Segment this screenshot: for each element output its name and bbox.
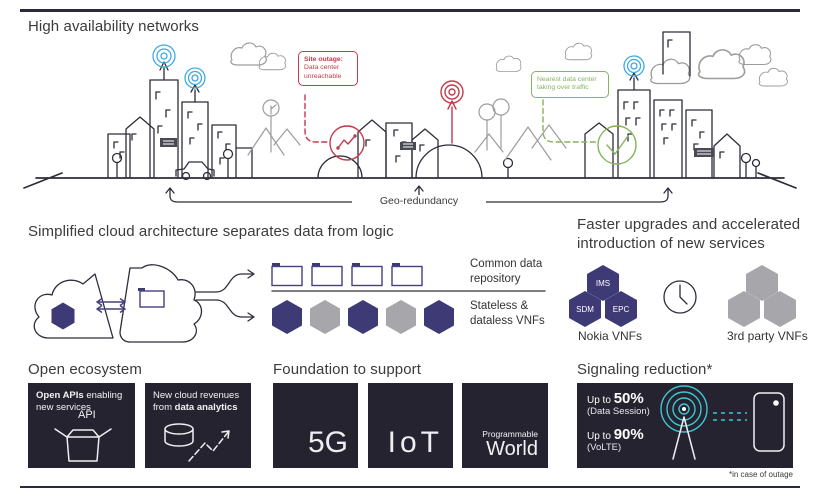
hexagon-label-epc: EPC [613,305,630,314]
failed-site-city [304,80,514,179]
folder-icon [138,288,165,308]
third-party-vnfs-label: 3rd party VNFs [727,329,808,343]
takeover-callout: Nearest data center taking over traffic [531,71,609,98]
open-apis-card: Open APIs enabling new services API [28,383,135,468]
data-hexagon [51,302,75,330]
section-title-cloud-architecture: Simplified cloud architecture separates … [28,223,394,240]
signaling-panel: Up to 50% (Data Session) Up to 90% (VoLT… [577,383,793,468]
windows [623,101,725,159]
stateless-vnfs-label: Stateless &dataless VNFs [470,300,545,327]
tile-iot: IoT [368,383,453,468]
cloud-architecture-illustration [33,263,546,343]
recovered-city [542,31,761,179]
radio-signal-icon [623,55,645,77]
geo-redundancy-label: Geo-redundancy [352,195,486,207]
data-analytics-icon [164,423,230,462]
server-box-icon [694,148,714,157]
signaling-stats: Up to 50% (Data Session) Up to 90% (VoLT… [587,390,650,454]
antenna-signal-icon [660,385,708,433]
split-arrow [195,269,255,322]
tile-programmable-world-label: Programmable World [482,429,538,460]
third-party-vnf-hexagons [728,265,796,327]
hexagon-label-ims: IMS [596,279,610,288]
top-rule [20,9,800,12]
antenna-mast-icon [672,416,696,460]
tile-5g: 5G [273,383,358,468]
ground-line [23,172,797,189]
site-outage-heading: Site outage: [304,56,343,63]
street-trees [111,148,234,179]
street-trees [740,152,761,179]
tile-programmable-world: Programmable World [462,383,548,468]
windows [113,91,231,165]
phone-icon [753,392,785,452]
left-city [107,44,253,181]
geo-redundancy-bracket [165,185,673,203]
nature-left [247,99,301,156]
signaling-illustration [660,385,785,460]
radio-signal-icon [152,44,176,68]
nokia-vnfs-label: Nokia VNFs [578,329,643,343]
nokia-vnf-hexagons: IMS SDM EPC [569,265,637,327]
ok-status-icon [597,125,637,165]
site-outage-callout: Site outage: Data center unreachable [298,51,358,87]
tile-iot-label: IoT [387,426,443,459]
outage-connector-line [304,94,329,143]
antenna-dot [682,407,686,411]
split-cloud-icon [33,264,203,343]
section-title-high-availability: High availability networks [28,18,200,35]
folder-row [271,263,423,287]
api-label: API [78,409,96,421]
open-apis-text: Open APIs enabling new services [36,390,123,414]
section-title-open-ecosystem: Open ecosystem [28,361,142,378]
car-icon [175,161,215,181]
vnf-hexagon-row [272,300,454,334]
section-title-signaling-reduction: Signaling reduction* [577,361,713,378]
signal-dashes [713,412,747,421]
cloud-revenues-text: New cloud revenues from data analytics [153,390,240,414]
cloud-revenues-card: New cloud revenues from data analytics [145,383,251,468]
takeover-connector-line [542,99,597,143]
radio-signal-icon [184,67,206,89]
city-scene-illustration [23,31,797,203]
outage-status-icon [329,125,365,161]
open-box-icon [54,428,112,462]
nature-right [474,98,567,161]
clock-icon [663,280,697,314]
vnf-hexagons-illustration: IMS SDM EPC [569,265,796,327]
hexagon-label-sdm: SDM [576,305,594,314]
tile-5g-label: 5G [307,426,348,459]
bottom-rule [20,486,800,488]
failed-radio-signal-icon [440,80,464,104]
server-box-icon [160,138,177,147]
section-title-foundation: Foundation to support [273,361,422,378]
outage-footnote: *in case of outage [728,470,793,479]
server-box-icon [400,142,416,150]
sync-arrows-icon [95,297,127,314]
